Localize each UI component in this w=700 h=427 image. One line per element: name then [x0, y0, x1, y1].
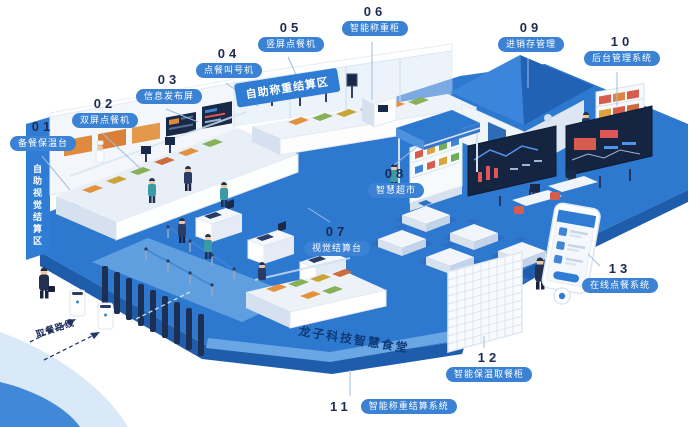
- pickup-lockers: [447, 251, 545, 353]
- smart-weighing-cabinet: [362, 91, 397, 128]
- callout-12: 12 智能保温取餐柜: [446, 350, 533, 382]
- chef: [95, 140, 105, 163]
- customer: [220, 182, 228, 207]
- callout-number: 10: [610, 34, 634, 49]
- callout-05: 05 竖屏点餐机: [258, 20, 325, 52]
- callout-06: 06 智能称重柜: [342, 4, 409, 36]
- callout-number: 13: [608, 261, 632, 276]
- customer: [184, 166, 192, 191]
- callout-number: 05: [279, 20, 303, 35]
- callout-number: 11: [330, 399, 352, 414]
- dashboard-screens: [467, 105, 653, 206]
- front-serving-counter: [246, 257, 387, 329]
- red-chair: [550, 192, 560, 200]
- callout-number: 04: [217, 46, 241, 61]
- callout-09: 09 进销存管理: [498, 20, 565, 52]
- callout-number: 09: [519, 20, 543, 35]
- control-desks: [512, 170, 598, 214]
- callout-08: 08 智慧超市: [368, 166, 425, 198]
- callout-label: 信息发布屏: [136, 89, 203, 104]
- queue-stanchions: [166, 218, 236, 280]
- callout-label: 竖屏点餐机: [258, 37, 325, 52]
- visual-zone-banner: 自助视觉结算区: [32, 164, 42, 248]
- queue-person: [204, 234, 212, 259]
- callout-label: 进销存管理: [498, 37, 565, 52]
- callout-number: 08: [384, 166, 408, 181]
- app-header: [556, 209, 597, 229]
- entry-stanchions: [144, 247, 214, 296]
- route-arrows: [29, 291, 191, 361]
- callout-number: 02: [93, 96, 117, 111]
- speed-gate: [97, 302, 114, 330]
- callout-number: 12: [477, 350, 501, 365]
- callout-label: 备餐保温台: [10, 136, 77, 151]
- callout-label: 智能称重结算系统: [360, 399, 457, 414]
- callout-number: 06: [363, 4, 387, 19]
- callout-04: 04 点餐叫号机: [196, 46, 263, 78]
- callout-11: 11 智能称重结算系统: [330, 399, 457, 414]
- counter-staff: [258, 262, 266, 280]
- briefcase: [48, 286, 55, 292]
- callout-01: 01 备餐保温台: [10, 119, 77, 151]
- app-badge: [553, 287, 571, 305]
- customer: [148, 178, 156, 203]
- callout-number: 07: [325, 224, 349, 239]
- left-serving-counter: [56, 111, 299, 241]
- callout-label: 视觉结算台: [304, 241, 371, 256]
- red-chair: [514, 206, 524, 214]
- callout-10: 10 后台管理系统: [584, 34, 661, 66]
- callout-label: 在线点餐系统: [582, 278, 659, 293]
- callout-02: 02 双屏点餐机: [72, 96, 139, 128]
- callout-label: 智能称重柜: [342, 21, 409, 36]
- market-canopy: [396, 110, 480, 141]
- entry-gates-area: [29, 247, 214, 361]
- visitor-with-briefcase: [39, 267, 55, 299]
- people: [95, 140, 228, 207]
- callout-label: 后台管理系统: [584, 51, 661, 66]
- callout-label: 双屏点餐机: [72, 113, 139, 128]
- glass-partition: [233, 43, 453, 127]
- callout-number: 01: [31, 119, 55, 134]
- callout-label: 点餐叫号机: [196, 63, 263, 78]
- blue-pillar: [26, 117, 50, 260]
- callout-number: 03: [157, 72, 181, 87]
- callout-07: 07 视觉结算台: [304, 224, 371, 256]
- callout-label: 智慧超市: [368, 183, 425, 198]
- phone-mockup: [541, 202, 601, 295]
- dual-screen-ordering-machines: [141, 137, 175, 162]
- queue-person: [178, 218, 186, 243]
- callout-label: 智能保温取餐柜: [446, 367, 533, 382]
- slat-partition: [102, 266, 204, 356]
- callout-03: 03 信息发布屏: [136, 72, 203, 104]
- corner-wave-decoration: [0, 332, 128, 427]
- callout-13: 13 在线点餐系统: [582, 261, 659, 293]
- locker-user: [535, 257, 545, 290]
- smart-market-stall: [390, 110, 481, 211]
- speed-gate: [69, 289, 86, 317]
- app-order-button: [553, 271, 580, 283]
- front-edge-band: [206, 330, 460, 362]
